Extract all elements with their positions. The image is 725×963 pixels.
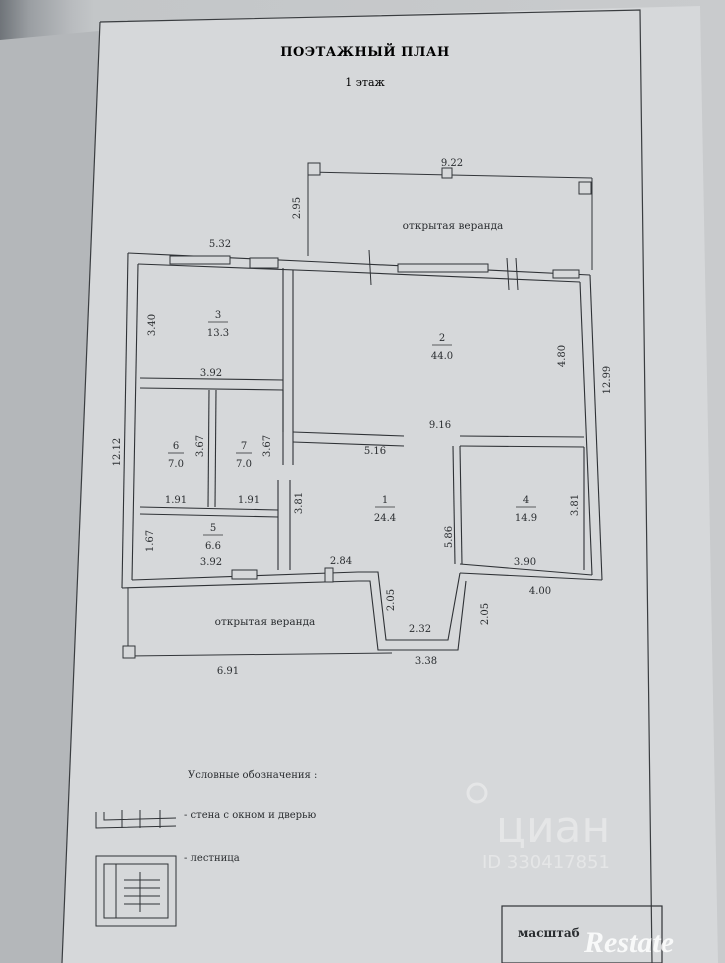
- svg-text:2.05: 2.05: [480, 603, 491, 625]
- legend-stairs-text: - лестница: [184, 853, 240, 864]
- cian-watermark: циан ID 330417851: [466, 782, 610, 873]
- svg-text:7.0: 7.0: [168, 459, 184, 470]
- legend-wall-text: - стена с окном и дверью: [184, 810, 317, 821]
- svg-text:6.91: 6.91: [217, 666, 239, 677]
- legend-stairs-symbol: [95, 855, 177, 927]
- svg-text:3.67: 3.67: [262, 435, 273, 457]
- paper-sheet: [62, 6, 718, 963]
- svg-text:1.91: 1.91: [238, 495, 260, 506]
- svg-text:7: 7: [241, 441, 247, 452]
- dim-top-veranda-width: 9.22: [441, 158, 463, 169]
- svg-text:9.16: 9.16: [429, 420, 451, 431]
- svg-text:12.99: 12.99: [602, 366, 613, 395]
- svg-text:7.0: 7.0: [236, 459, 252, 470]
- svg-text:4: 4: [523, 495, 529, 506]
- cian-id-text: ID 330417851: [482, 852, 610, 873]
- top-veranda: [307, 162, 593, 270]
- room-2: 2 44.0: [431, 333, 453, 362]
- room-1: 1 24.4: [374, 495, 396, 524]
- svg-text:6: 6: [173, 441, 179, 452]
- svg-text:1.91: 1.91: [165, 495, 187, 506]
- svg-text:4.80: 4.80: [557, 345, 568, 367]
- svg-text:2.32: 2.32: [409, 624, 431, 635]
- window-markers: [169, 249, 580, 580]
- plan-title: ПОЭТАЖНЫЙ ПЛАН: [280, 43, 450, 60]
- svg-text:12.12: 12.12: [112, 438, 123, 467]
- svg-text:14.9: 14.9: [515, 513, 537, 524]
- svg-text:3.92: 3.92: [200, 557, 222, 568]
- svg-text:5.16: 5.16: [364, 446, 386, 457]
- svg-text:13.3: 13.3: [207, 328, 229, 339]
- svg-text:24.4: 24.4: [374, 513, 396, 524]
- room-5: 5 6.6: [203, 523, 223, 552]
- svg-text:3.67: 3.67: [195, 435, 206, 457]
- scale-stamp: [501, 905, 663, 963]
- svg-text:1.67: 1.67: [145, 530, 156, 552]
- svg-text:6.6: 6.6: [205, 541, 221, 552]
- svg-text:2.84: 2.84: [330, 556, 352, 567]
- svg-text:3.40: 3.40: [147, 314, 158, 336]
- svg-text:2.05: 2.05: [386, 589, 397, 611]
- svg-text:3.38: 3.38: [415, 656, 437, 667]
- floor-label: 1 этаж: [345, 76, 384, 89]
- svg-text:3.90: 3.90: [514, 557, 536, 568]
- svg-text:3: 3: [215, 310, 221, 321]
- room-6: 6 7.0: [168, 441, 184, 470]
- svg-text:5.86: 5.86: [444, 526, 455, 548]
- dim-room3-width: 5.32: [209, 239, 231, 250]
- svg-text:3.81: 3.81: [294, 492, 305, 514]
- outer-walls: [121, 252, 603, 651]
- svg-text:4.00: 4.00: [529, 586, 551, 597]
- svg-text:3.81: 3.81: [570, 494, 581, 516]
- interior-walls: [139, 268, 585, 570]
- svg-text:3.92: 3.92: [200, 368, 222, 379]
- bottom-veranda: [122, 567, 393, 659]
- scale-label: масштаб: [518, 926, 580, 940]
- svg-text:44.0: 44.0: [431, 351, 453, 362]
- svg-text:2: 2: [439, 333, 445, 344]
- restate-watermark: Restate: [583, 926, 674, 959]
- veranda-top-label: открытая веранда: [403, 220, 504, 232]
- room-4: 4 14.9: [515, 495, 537, 524]
- dimension-labels: 3.40 3.92 4.80 12.99 9.16 5.16 12.12 3.6…: [112, 314, 613, 677]
- room-7: 7 7.0: [236, 441, 252, 470]
- legend-title: Условные обозначения :: [188, 770, 317, 781]
- legend-wall-symbol: [95, 810, 177, 829]
- veranda-bottom-label: открытая веранда: [215, 616, 316, 628]
- svg-text:1: 1: [382, 495, 388, 506]
- cian-logo-text: циан: [496, 802, 610, 853]
- room-3: 3 13.3: [207, 310, 229, 339]
- svg-text:5: 5: [210, 523, 216, 534]
- dim-top-veranda-depth: 2.95: [292, 197, 303, 219]
